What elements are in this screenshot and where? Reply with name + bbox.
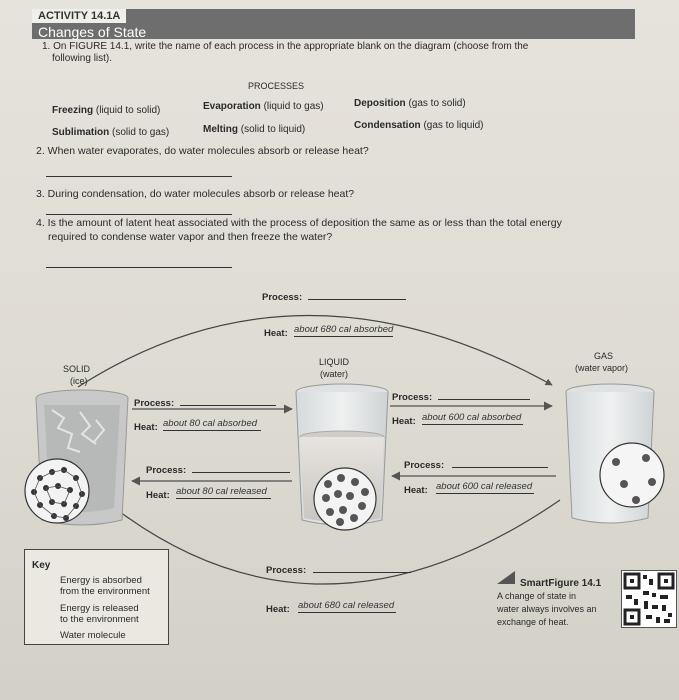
process-label-bottom: Process: <box>266 564 306 577</box>
process-blank-bottom[interactable] <box>313 572 411 573</box>
qr-code-pattern <box>622 571 676 627</box>
process-label-melting: Process: <box>134 397 174 410</box>
heat-value-freezing: about 80 cal released <box>176 485 271 499</box>
heat-label-evaporation: Heat: <box>392 415 416 428</box>
heat-value-bottom: about 680 cal released <box>298 599 396 613</box>
heat-value-melting: about 80 cal absorbed <box>163 417 261 431</box>
heat-value-condensation: about 600 cal released <box>436 480 534 494</box>
water-molecule-circle <box>314 468 376 530</box>
heat-label-bottom: Heat: <box>266 603 290 616</box>
smartfigure-title: SmartFigure 14.1 <box>520 577 601 590</box>
process-label-condensation: Process: <box>404 459 444 472</box>
heat-value-top: about 680 cal absorbed <box>294 323 393 337</box>
smartfigure-icon <box>497 571 515 584</box>
ice-molecule-circle <box>25 459 89 523</box>
state-sub-liquid: (water) <box>320 368 348 381</box>
process-label-freezing: Process: <box>146 464 186 477</box>
process-blank-evaporation[interactable] <box>438 399 530 400</box>
heat-label-top: Heat: <box>264 327 288 340</box>
process-blank-melting[interactable] <box>180 405 276 406</box>
vapor-molecule-circle <box>600 443 664 507</box>
heat-label-condensation: Heat: <box>404 484 428 497</box>
heat-label-freezing: Heat: <box>146 489 170 502</box>
process-label-top: Process: <box>262 291 302 304</box>
process-blank-top[interactable] <box>308 299 406 300</box>
key-molecule-text: Water molecule <box>60 629 126 642</box>
state-sub-gas: (water vapor) <box>575 362 628 375</box>
qr-code[interactable] <box>621 570 677 628</box>
state-sub-solid: (ice) <box>70 375 88 388</box>
process-blank-condensation[interactable] <box>452 467 548 468</box>
heat-value-evaporation: about 600 cal absorbed <box>422 411 523 425</box>
heat-label-melting: Heat: <box>134 421 158 434</box>
process-label-evaporation: Process: <box>392 391 432 404</box>
key-title: Key <box>32 559 50 572</box>
process-blank-freezing[interactable] <box>192 472 290 473</box>
